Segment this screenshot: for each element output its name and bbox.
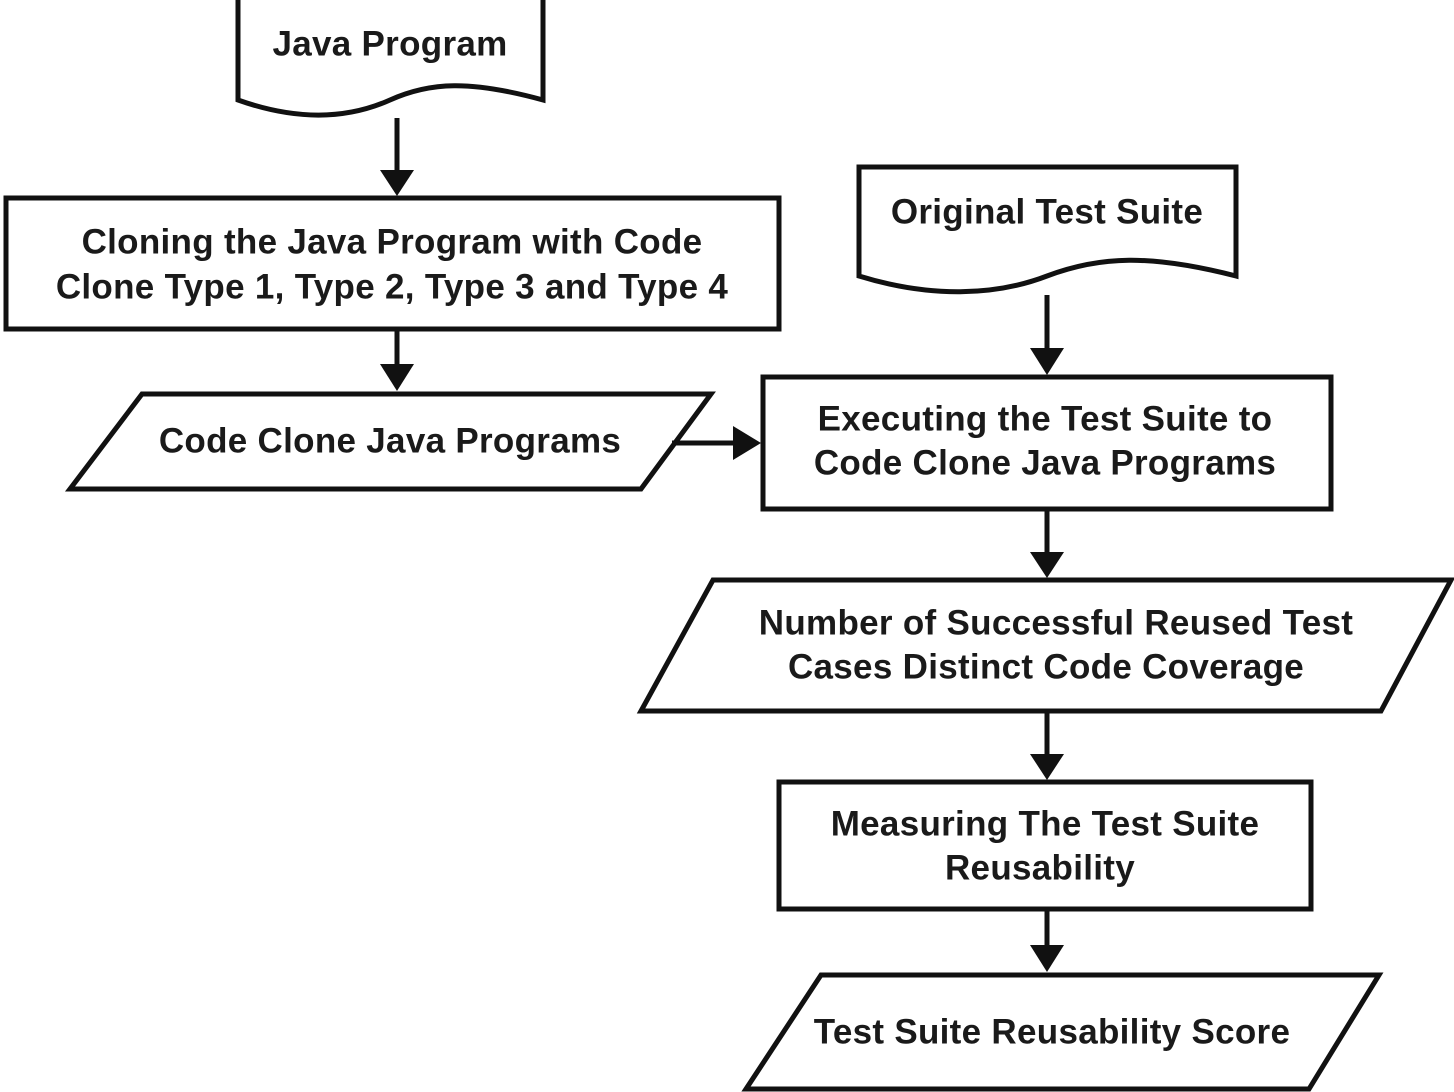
node-executing: Executing the Test Suite to Code Clone J… bbox=[760, 374, 1334, 512]
node-label-line-2: Reusability bbox=[945, 848, 1135, 887]
edge-number-to-measuring bbox=[1030, 712, 1064, 780]
node-original-test-suite: Original Test Suite bbox=[856, 164, 1239, 295]
edge-executing-to-number bbox=[1030, 510, 1064, 578]
node-number-reused: Number of Successful Reused Test Cases D… bbox=[636, 577, 1454, 714]
node-label: Original Test Suite bbox=[891, 192, 1203, 231]
node-label-line-1: Executing the Test Suite to bbox=[818, 399, 1273, 438]
node-label-line-2: Cases Distinct Code Coverage bbox=[788, 647, 1304, 686]
edge-original-to-executing bbox=[1030, 295, 1064, 375]
edge-cloning-to-code-clone bbox=[380, 330, 414, 391]
node-label-line-2: Code Clone Java Programs bbox=[814, 443, 1276, 482]
node-java-program: Java Program bbox=[235, 0, 546, 118]
node-label-line-1: Cloning the Java Program with Code bbox=[82, 222, 703, 261]
data-shape bbox=[636, 577, 1454, 714]
node-measuring: Measuring The Test Suite Reusability bbox=[776, 779, 1314, 912]
node-label-line-1: Measuring The Test Suite bbox=[831, 804, 1260, 843]
process-box bbox=[3, 195, 782, 332]
node-cloning: Cloning the Java Program with Code Clone… bbox=[3, 195, 782, 332]
edge-measuring-to-score bbox=[1030, 910, 1064, 972]
document-shape bbox=[856, 164, 1239, 295]
node-score: Test Suite Reusability Score bbox=[741, 972, 1384, 1092]
arrowhead-icon bbox=[1030, 945, 1064, 972]
node-label: Test Suite Reusability Score bbox=[814, 1012, 1291, 1051]
node-code-clone-programs: Code Clone Java Programs bbox=[64, 391, 716, 492]
edge-code-clone-to-executing bbox=[672, 426, 761, 460]
arrowhead-icon bbox=[1030, 348, 1064, 375]
node-label: Java Program bbox=[272, 24, 507, 63]
process-box bbox=[760, 374, 1334, 512]
arrowhead-icon bbox=[1030, 552, 1064, 578]
arrowhead-icon bbox=[380, 170, 414, 196]
arrowhead-icon bbox=[380, 364, 414, 391]
process-box bbox=[776, 779, 1314, 912]
node-label-line-2: Clone Type 1, Type 2, Type 3 and Type 4 bbox=[56, 267, 729, 306]
node-label-line-1: Number of Successful Reused Test bbox=[759, 603, 1353, 642]
node-label: Code Clone Java Programs bbox=[159, 421, 621, 460]
arrowhead-icon bbox=[1030, 754, 1064, 780]
edge-java-to-cloning bbox=[380, 118, 414, 196]
data-shape bbox=[64, 391, 716, 492]
document-shape bbox=[235, 0, 546, 118]
arrowhead-icon bbox=[733, 426, 761, 460]
data-shape bbox=[741, 972, 1384, 1092]
